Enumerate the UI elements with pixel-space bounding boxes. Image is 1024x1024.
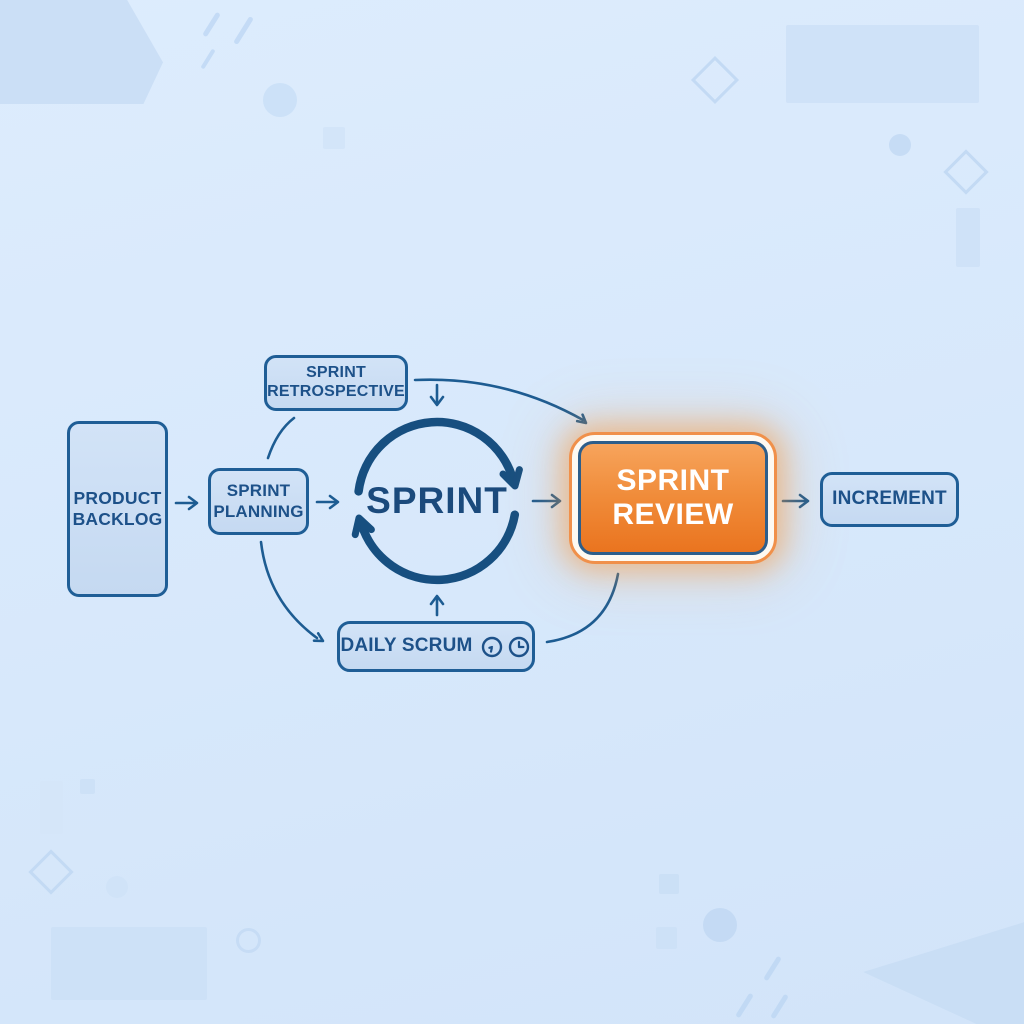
connector-planning-retrospective <box>266 416 296 460</box>
decor-chevron-top-left <box>0 0 163 104</box>
arrow-retrospective-to-sprint <box>429 383 445 407</box>
arrow-planning-to-dailyscrum <box>259 540 325 643</box>
node-sprint-review: SPRINT REVIEW <box>569 432 777 564</box>
node-product-backlog-label: PRODUCT BACKLOG <box>72 488 163 529</box>
node-sprint-planning-label: SPRINT PLANNING <box>213 481 304 521</box>
arrow-sprint-to-review <box>531 493 562 509</box>
decor-rectangle <box>51 927 207 1000</box>
decor-circle <box>263 83 297 117</box>
node-product-backlog: PRODUCT BACKLOG <box>67 421 168 597</box>
node-daily-scrum: DAILY SCRUM <box>337 621 535 672</box>
arrow-backlog-to-planning <box>174 495 199 511</box>
decor-square <box>656 927 677 949</box>
decor-square <box>80 779 95 794</box>
node-sprint-planning: SPRINT PLANNING <box>208 468 309 535</box>
decor-circle-outline <box>236 928 261 953</box>
clock-icon <box>508 636 529 657</box>
arrow-planning-to-sprint <box>315 494 340 510</box>
arrow-review-to-increment <box>781 493 810 509</box>
decor-circle <box>889 134 911 156</box>
decor-rectangle <box>786 25 979 103</box>
node-sprint-retrospective: SPRINT RETROSPECTIVE <box>264 355 408 411</box>
node-increment: INCREMENT <box>820 472 959 527</box>
node-sprint-retrospective-label: SPRINT RETROSPECTIVE <box>267 364 405 400</box>
arrow-retrospective-to-review <box>413 378 588 425</box>
decor-square <box>659 874 679 894</box>
node-daily-scrum-label: DAILY SCRUM <box>340 635 473 657</box>
decor-circle <box>106 876 128 898</box>
node-increment-label: INCREMENT <box>832 488 947 510</box>
decor-rectangle <box>956 208 980 267</box>
sprint-cycle-ring <box>351 417 523 585</box>
decor-rectangle <box>40 781 63 834</box>
sprint-cycle-label: SPRINT <box>366 480 508 521</box>
connector-dailyscrum-review <box>545 572 620 644</box>
clock-icon <box>481 636 502 657</box>
decor-circle <box>703 908 737 942</box>
node-sprint-review-inner: SPRINT REVIEW <box>578 441 768 555</box>
arrow-dailyscrum-to-sprint <box>429 594 445 617</box>
decor-square <box>323 127 345 149</box>
clock-icons <box>481 636 529 657</box>
node-sprint-review-label: SPRINT REVIEW <box>612 464 734 531</box>
